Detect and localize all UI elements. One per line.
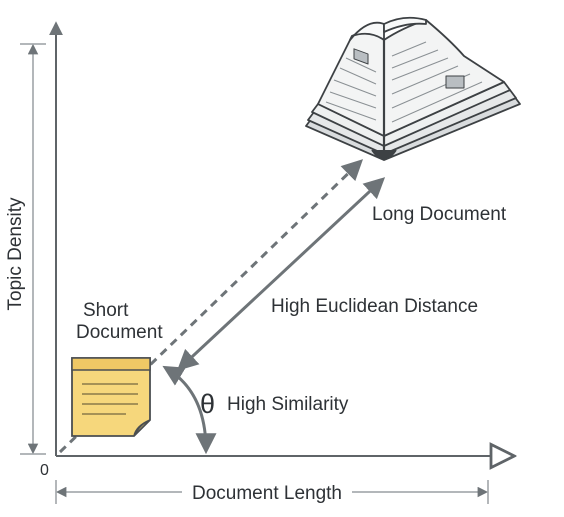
short-document-label-line1: Short — [83, 300, 129, 321]
sticky-note-icon — [71, 357, 151, 437]
x-axis-title: Document Length — [182, 483, 352, 505]
origin-label: 0 — [40, 462, 49, 479]
euclidean-distance-label: High Euclidean Distance — [271, 296, 479, 317]
euclidean-distance-arrow — [176, 177, 386, 371]
long-document-label: Long Document — [372, 204, 507, 225]
similarity-label: High Similarity — [227, 394, 349, 415]
x-axis-title-wrap: Document Length — [0, 483, 564, 505]
theta-symbol: θ — [200, 389, 216, 419]
similarity-angle-arc — [162, 365, 217, 455]
open-book-icon — [305, 16, 521, 161]
short-document-label-line2: Document — [76, 322, 163, 343]
y-axis-title: Topic Density — [5, 191, 27, 317]
